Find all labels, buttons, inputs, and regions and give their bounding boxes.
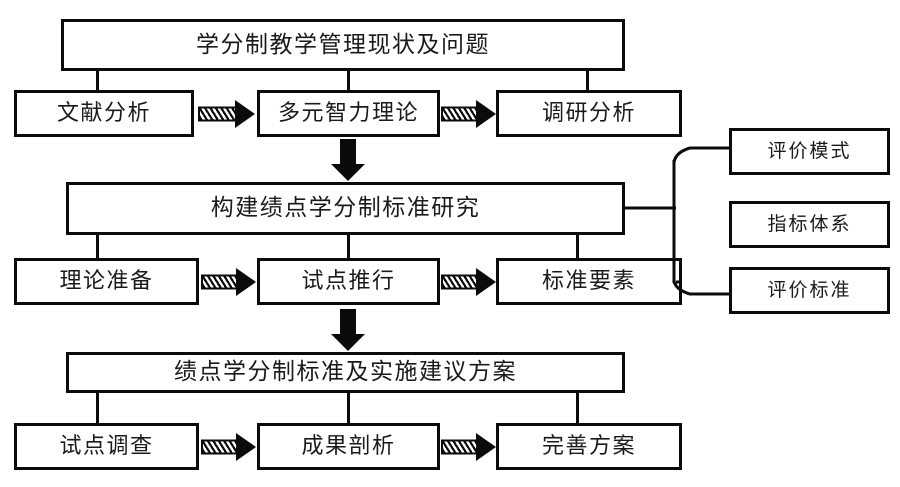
stage-3-header-box[interactable]: 绩点学分制标准及实施建议方案 — [66, 352, 625, 393]
arrow-stem — [340, 139, 356, 166]
stage-2-step-2-box[interactable]: 试点推行 — [257, 258, 440, 305]
arrow-shaft — [201, 274, 239, 290]
connector-stage1-to-step1 — [96, 68, 99, 92]
stage-3-step-2-box[interactable]: 成果剖析 — [257, 423, 440, 470]
connector-stage3-to-step2 — [347, 390, 350, 424]
connector-stage1-to-step2 — [347, 68, 350, 92]
arrow-head — [236, 268, 256, 296]
stage-1-step-3-box[interactable]: 调研分析 — [496, 90, 682, 137]
arrow-head — [331, 164, 365, 181]
connector-stage3-to-step1 — [96, 390, 99, 424]
solid-down-arrow-icon — [328, 309, 368, 351]
hatched-right-arrow-icon — [441, 100, 496, 128]
connector-stage3-to-step3 — [576, 390, 579, 424]
stage-1-step-2-box[interactable]: 多元智力理论 — [257, 90, 440, 137]
solid-down-arrow-icon — [328, 139, 368, 181]
connector-stage2-to-step1 — [96, 232, 99, 259]
stage-2-header-box[interactable]: 构建绩点学分制标准研究 — [66, 182, 625, 235]
arrow-shaft — [198, 106, 238, 122]
arrow-shaft — [441, 439, 479, 455]
hatched-right-arrow-icon — [198, 100, 255, 128]
stage-2-step-3-box[interactable]: 标准要素 — [496, 258, 682, 305]
side-item-2-box[interactable]: 指标体系 — [729, 201, 890, 248]
stage-1-step-1-box[interactable]: 文献分析 — [14, 90, 194, 137]
arrow-head — [236, 433, 256, 461]
stage-3-step-3-box[interactable]: 完善方案 — [496, 423, 682, 470]
hatched-right-arrow-icon — [201, 268, 256, 296]
arrow-shaft — [441, 274, 479, 290]
hatched-right-arrow-icon — [441, 268, 496, 296]
arrow-shaft — [201, 439, 239, 455]
arrow-stem — [340, 309, 356, 336]
connector-stage1-to-step3 — [586, 68, 589, 92]
arrow-head — [476, 268, 496, 296]
side-item-3-box[interactable]: 评价标准 — [729, 267, 890, 314]
arrow-head — [476, 433, 496, 461]
arrow-head — [476, 100, 496, 128]
stage-2-step-1-box[interactable]: 理论准备 — [14, 258, 199, 305]
connector-stage2-to-step2 — [347, 232, 350, 259]
hatched-right-arrow-icon — [441, 433, 496, 461]
hatched-right-arrow-icon — [201, 433, 256, 461]
side-item-1-box[interactable]: 评价模式 — [729, 128, 890, 175]
arrow-head — [331, 334, 365, 351]
stage-1-header-box[interactable]: 学分制教学管理现状及问题 — [61, 19, 625, 71]
arrow-head — [235, 100, 255, 128]
arrow-shaft — [441, 106, 479, 122]
connector-stage2-to-step3 — [576, 232, 579, 259]
stage-3-step-1-box[interactable]: 试点调查 — [14, 423, 199, 470]
